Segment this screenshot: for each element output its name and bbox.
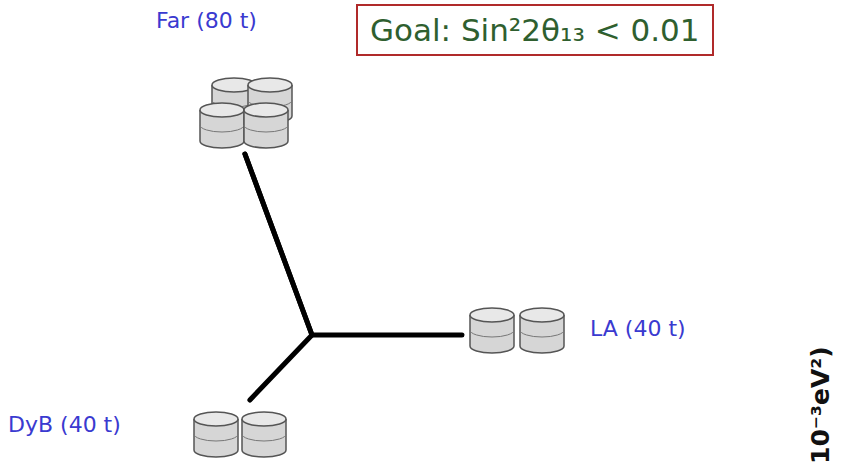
site-label: DyB (40 t)	[8, 412, 121, 437]
detector-cylinder	[200, 103, 244, 148]
detector-cylinder	[244, 103, 288, 148]
detector-cylinder	[520, 308, 564, 353]
detector-site: DyB (40 t)	[6, 400, 296, 466]
detector-cylinder	[194, 412, 238, 457]
site-label: LA (40 t)	[590, 316, 686, 341]
detector-site: Far (80 t)	[150, 4, 300, 154]
goal-box: Goal: Sin²2θ₁₃ < 0.01	[356, 4, 714, 56]
detector-site: LA (40 t)	[462, 300, 690, 364]
baseline-line	[245, 154, 312, 400]
goal-text: Goal: Sin²2θ₁₃ < 0.01	[370, 12, 700, 48]
axis-label: 10⁻³eV²)	[806, 346, 835, 464]
detector-cylinder	[470, 308, 514, 353]
detector-cylinder	[242, 412, 286, 457]
site-label: Far (80 t)	[156, 8, 257, 33]
